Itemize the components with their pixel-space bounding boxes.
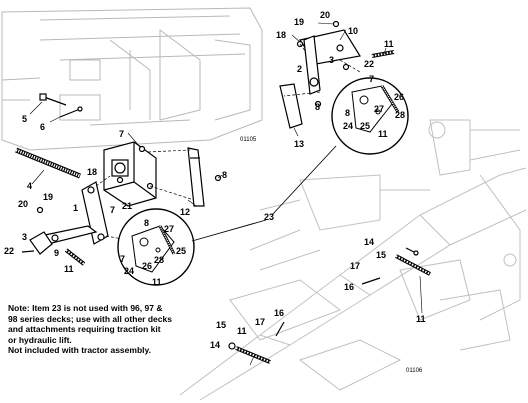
callout-2: 2 [297, 64, 302, 74]
callout-12: 12 [180, 207, 190, 217]
callout-8b: 8 [315, 102, 320, 112]
callout-3: 3 [22, 232, 27, 242]
chain-part-lower-right [395, 247, 431, 276]
callout-28b: 28 [154, 255, 164, 265]
footnote-line: Note: Item 23 is not used with 96, 97 & [8, 303, 163, 313]
callout-19b: 19 [43, 192, 53, 202]
callout-11d: 11 [152, 277, 162, 287]
assembly-guide-lines [95, 43, 361, 241]
tractor-frame-lower-right [179, 119, 527, 401]
callout-20b: 20 [18, 199, 28, 209]
callout-labels: 1 2 3 3 4 5 6 7 7 7 7 8 8 8 8 9 10 11 11… [4, 10, 426, 374]
callout-15b: 15 [216, 320, 226, 330]
callout-8c: 8 [345, 108, 350, 118]
pin-part-16 [361, 277, 381, 285]
callout-18b: 18 [87, 167, 97, 177]
callout-3b: 3 [329, 55, 334, 65]
chain-part-left [64, 248, 86, 266]
callout-21: 21 [122, 201, 132, 211]
callout-15: 15 [376, 250, 386, 260]
callout-leader-lines [29, 22, 423, 366]
footnote-line: or hydraulic lift. [8, 334, 72, 345]
footnote-line: Not included with tractor assembly. [8, 345, 151, 355]
callout-7d: 7 [110, 205, 115, 215]
callout-10: 10 [348, 26, 358, 36]
lower-bracket-part [21, 231, 53, 255]
callout-22b: 22 [4, 246, 14, 256]
callout-1: 1 [73, 203, 78, 213]
figure-code-lower: 01106 [406, 368, 423, 374]
callout-25: 25 [360, 121, 370, 131]
callout-13: 13 [294, 139, 304, 149]
callout-16b: 16 [274, 308, 284, 318]
callout-9: 9 [54, 248, 59, 258]
chain-part-bottom [228, 321, 285, 364]
callout-16: 16 [344, 282, 354, 292]
callout-23: 23 [264, 212, 274, 222]
callout-7b: 7 [369, 74, 374, 84]
callout-28: 28 [395, 110, 405, 120]
chain-part-top [371, 50, 395, 58]
callout-11c: 11 [64, 264, 74, 274]
callout-27b: 27 [164, 224, 174, 234]
callout-14: 14 [364, 237, 374, 247]
footnote-line: 98 series decks; use with all other deck… [8, 313, 172, 324]
tractor-frame-upper-left [1, 7, 263, 151]
bolt-part-6 [59, 106, 83, 118]
upper-lever-part [303, 35, 321, 95]
callout-6: 6 [40, 122, 45, 132]
footnote-line: and attachments requiring traction kit [8, 324, 161, 334]
callout-26b: 26 [142, 261, 152, 271]
callout-11f: 11 [237, 326, 247, 336]
callout-24: 24 [343, 121, 353, 131]
callout-7c: 7 [120, 254, 125, 264]
callout-4: 4 [27, 181, 32, 191]
callout-5: 5 [22, 114, 27, 124]
callout-24b: 24 [124, 266, 134, 276]
plate-part-13 [279, 83, 303, 129]
callout-8d: 8 [144, 218, 149, 228]
callout-14b: 14 [210, 340, 220, 350]
callout-25b: 25 [176, 246, 186, 256]
lift-arm-part [81, 181, 109, 245]
callout-17: 17 [350, 261, 360, 271]
bracket-housing-part [103, 141, 157, 207]
callout-20: 20 [320, 10, 330, 20]
callout-17b: 17 [255, 317, 265, 327]
callout-11b: 11 [378, 129, 388, 139]
callout-8: 8 [222, 170, 227, 180]
footnote: Note: Item 23 is not used with 96, 97 & … [8, 303, 208, 356]
bracket-part-12 [187, 147, 205, 207]
callout-7: 7 [119, 129, 124, 139]
item-23-leader-lines [191, 145, 337, 242]
callout-22: 22 [364, 59, 374, 69]
spring-part [15, 147, 81, 179]
detail-circle-upper [331, 77, 409, 155]
figure-code-upper: 01105 [240, 137, 257, 143]
callout-11: 11 [384, 39, 394, 49]
callout-11e: 11 [416, 314, 426, 324]
callout-27: 27 [374, 104, 384, 114]
callout-18: 18 [276, 30, 286, 40]
bolt-part-5 [39, 93, 67, 106]
detail-circle-lower [117, 208, 195, 286]
callout-19: 19 [294, 17, 304, 27]
callout-26: 26 [394, 92, 404, 102]
